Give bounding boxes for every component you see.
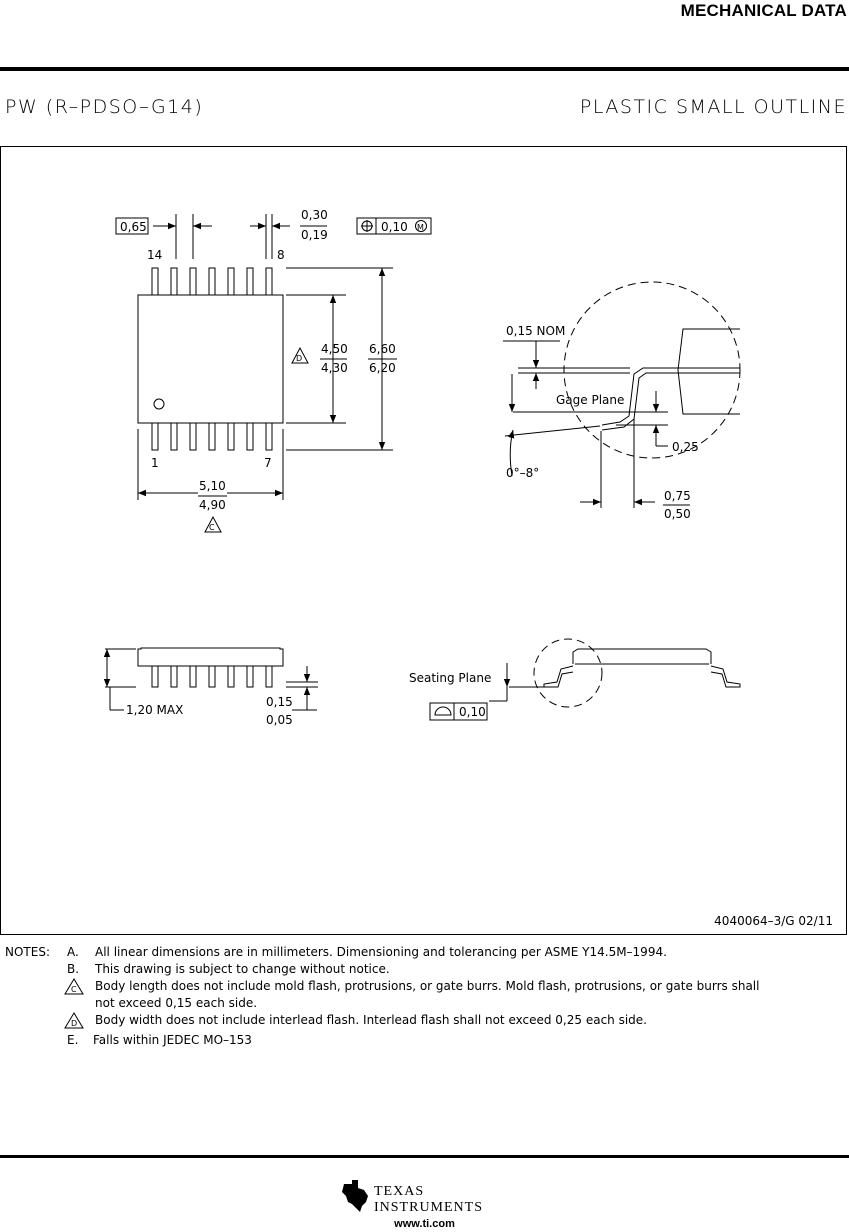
lead (151, 665, 159, 688)
lead (246, 422, 254, 451)
gage-plane-label: Gage Plane (556, 393, 624, 407)
lead (170, 665, 178, 688)
lead (151, 422, 159, 451)
lead (170, 422, 178, 451)
lead (170, 267, 178, 296)
dim-foot-min: 0,50 (664, 507, 691, 521)
package-code: PW (R–PDSO–G14) (5, 96, 204, 118)
coplanarity-value: 0,10 (459, 705, 486, 719)
side-view-labels: 1,20 MAX 0,15 0,05 (126, 695, 293, 727)
detail-view-labels: 0,15 NOM Gage Plane 0,25 0°–8° 0,75 0,50 (506, 324, 699, 521)
dim-height-max: 1,20 MAX (126, 703, 183, 717)
dim-lead-thickness: 0,15 NOM (506, 324, 565, 338)
dim-foot-max: 0,75 (664, 489, 691, 503)
position-tolerance: 0,10 (381, 220, 408, 234)
note-c-key: C (71, 985, 77, 994)
dim-overall-width-max: 6,60 (369, 342, 396, 356)
lead-angle: 0°–8° (506, 466, 539, 480)
notes-label: NOTES: (5, 945, 50, 959)
mechanical-drawing: 0,65 0,30 0,19 0,10 M 14 8 1 7 4,50 4,30… (103, 208, 741, 727)
pin-8-label: 8 (277, 248, 285, 262)
lead (265, 422, 273, 451)
package-type: PLASTIC SMALL OUTLINE (579, 96, 847, 118)
lead (227, 665, 235, 688)
lead (189, 422, 197, 451)
lead (246, 665, 254, 688)
end-view-labels: Seating Plane 0,10 (409, 671, 491, 719)
drawing-frame (0, 146, 847, 935)
dim-gage: 0,25 (672, 440, 699, 454)
logo-texas: TEXAS (374, 1184, 424, 1199)
side-leads (151, 665, 273, 688)
dim-lead-width-max: 0,30 (301, 208, 328, 222)
dim-body-width-max: 4,50 (321, 342, 348, 356)
lead (208, 422, 216, 451)
lead (246, 267, 254, 296)
lead (189, 665, 197, 688)
lead (227, 422, 235, 451)
lead (265, 665, 273, 688)
lead (208, 267, 216, 296)
header-rule (0, 67, 849, 71)
lead (208, 665, 216, 688)
dim-overall-width-min: 6,20 (369, 361, 396, 375)
pin1-indicator (153, 398, 165, 410)
lead (265, 267, 273, 296)
dim-standoff-min: 0,05 (266, 713, 293, 727)
seating-plane-label: Seating Plane (409, 671, 491, 685)
top-view (115, 214, 432, 533)
lead (151, 267, 159, 296)
ti-logo: TEXAS INSTRUMENTS (342, 1180, 483, 1215)
dim-body-length-max: 5,10 (199, 479, 226, 493)
note-c-marker: C (209, 523, 215, 532)
notes-section: NOTES: A. All linear dimensions are in m… (5, 945, 760, 1047)
dim-body-length-min: 4,90 (199, 498, 226, 512)
dim-standoff-max: 0,15 (266, 695, 293, 709)
document-id: 4040064–3/G 02/11 (714, 914, 833, 928)
lead (189, 267, 197, 296)
dim-lead-width-min: 0,19 (301, 228, 328, 242)
top-view-labels: 0,65 0,30 0,19 0,10 M 14 8 1 7 4,50 4,30… (120, 208, 424, 532)
footer-rule (0, 1155, 849, 1158)
dim-body-width-min: 4,30 (321, 361, 348, 375)
detail-view (503, 281, 741, 508)
end-view (429, 638, 741, 721)
side-view (103, 647, 318, 711)
logo-instruments: INSTRUMENTS (374, 1200, 483, 1215)
top-leads (151, 267, 273, 296)
note-d-marker: D (296, 354, 302, 363)
footer-url[interactable]: www.ti.com (394, 1218, 455, 1230)
package-body-outline (137, 294, 284, 424)
note-d-key: D (71, 1019, 77, 1028)
position-modifier: M (417, 223, 424, 232)
lead (227, 267, 235, 296)
pin-14-label: 14 (147, 248, 162, 262)
pin-1-label: 1 (151, 456, 159, 470)
bottom-leads (151, 422, 273, 451)
dim-pitch: 0,65 (120, 220, 147, 234)
page-header-title: MECHANICAL DATA (680, 1, 847, 20)
texas-state-icon (342, 1180, 368, 1212)
pin-7-label: 7 (264, 456, 272, 470)
